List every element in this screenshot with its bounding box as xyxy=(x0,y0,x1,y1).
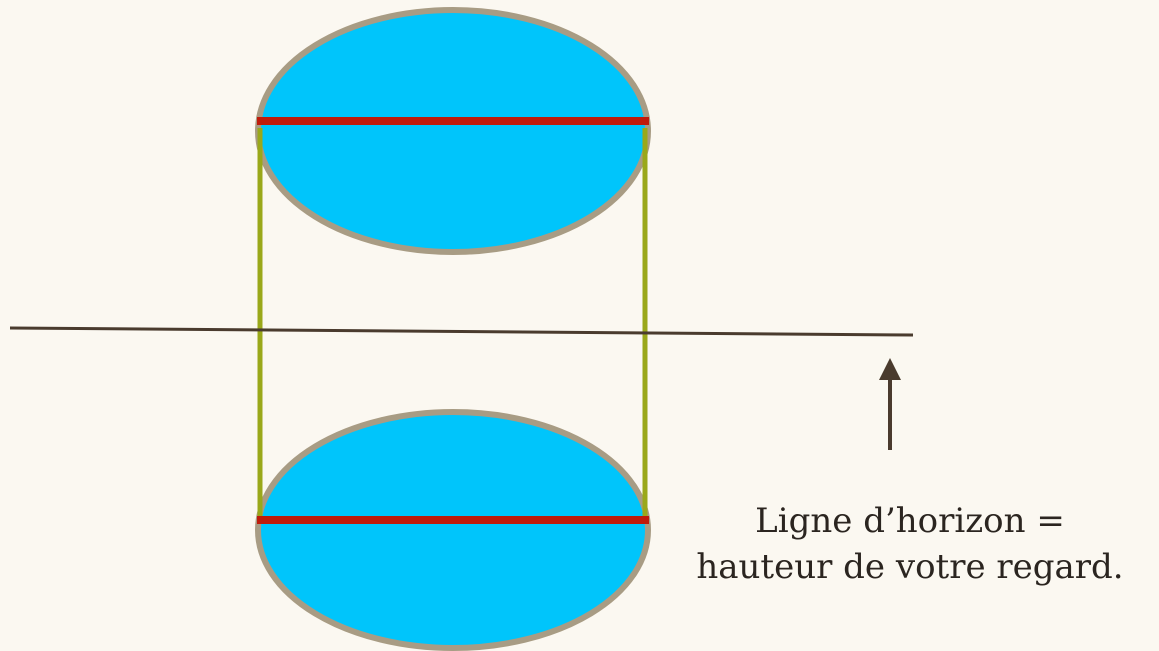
horizon-caption: Ligne d’horizon = hauteur de votre regar… xyxy=(660,498,1159,590)
arrow-up-icon xyxy=(879,358,901,450)
horizon-line xyxy=(9,326,914,337)
caption-line-1: Ligne d’horizon = xyxy=(755,501,1065,541)
top-ellipse xyxy=(255,7,651,255)
bottom-ellipse xyxy=(255,409,651,651)
caption-line-2: hauteur de votre regard. xyxy=(696,547,1124,587)
